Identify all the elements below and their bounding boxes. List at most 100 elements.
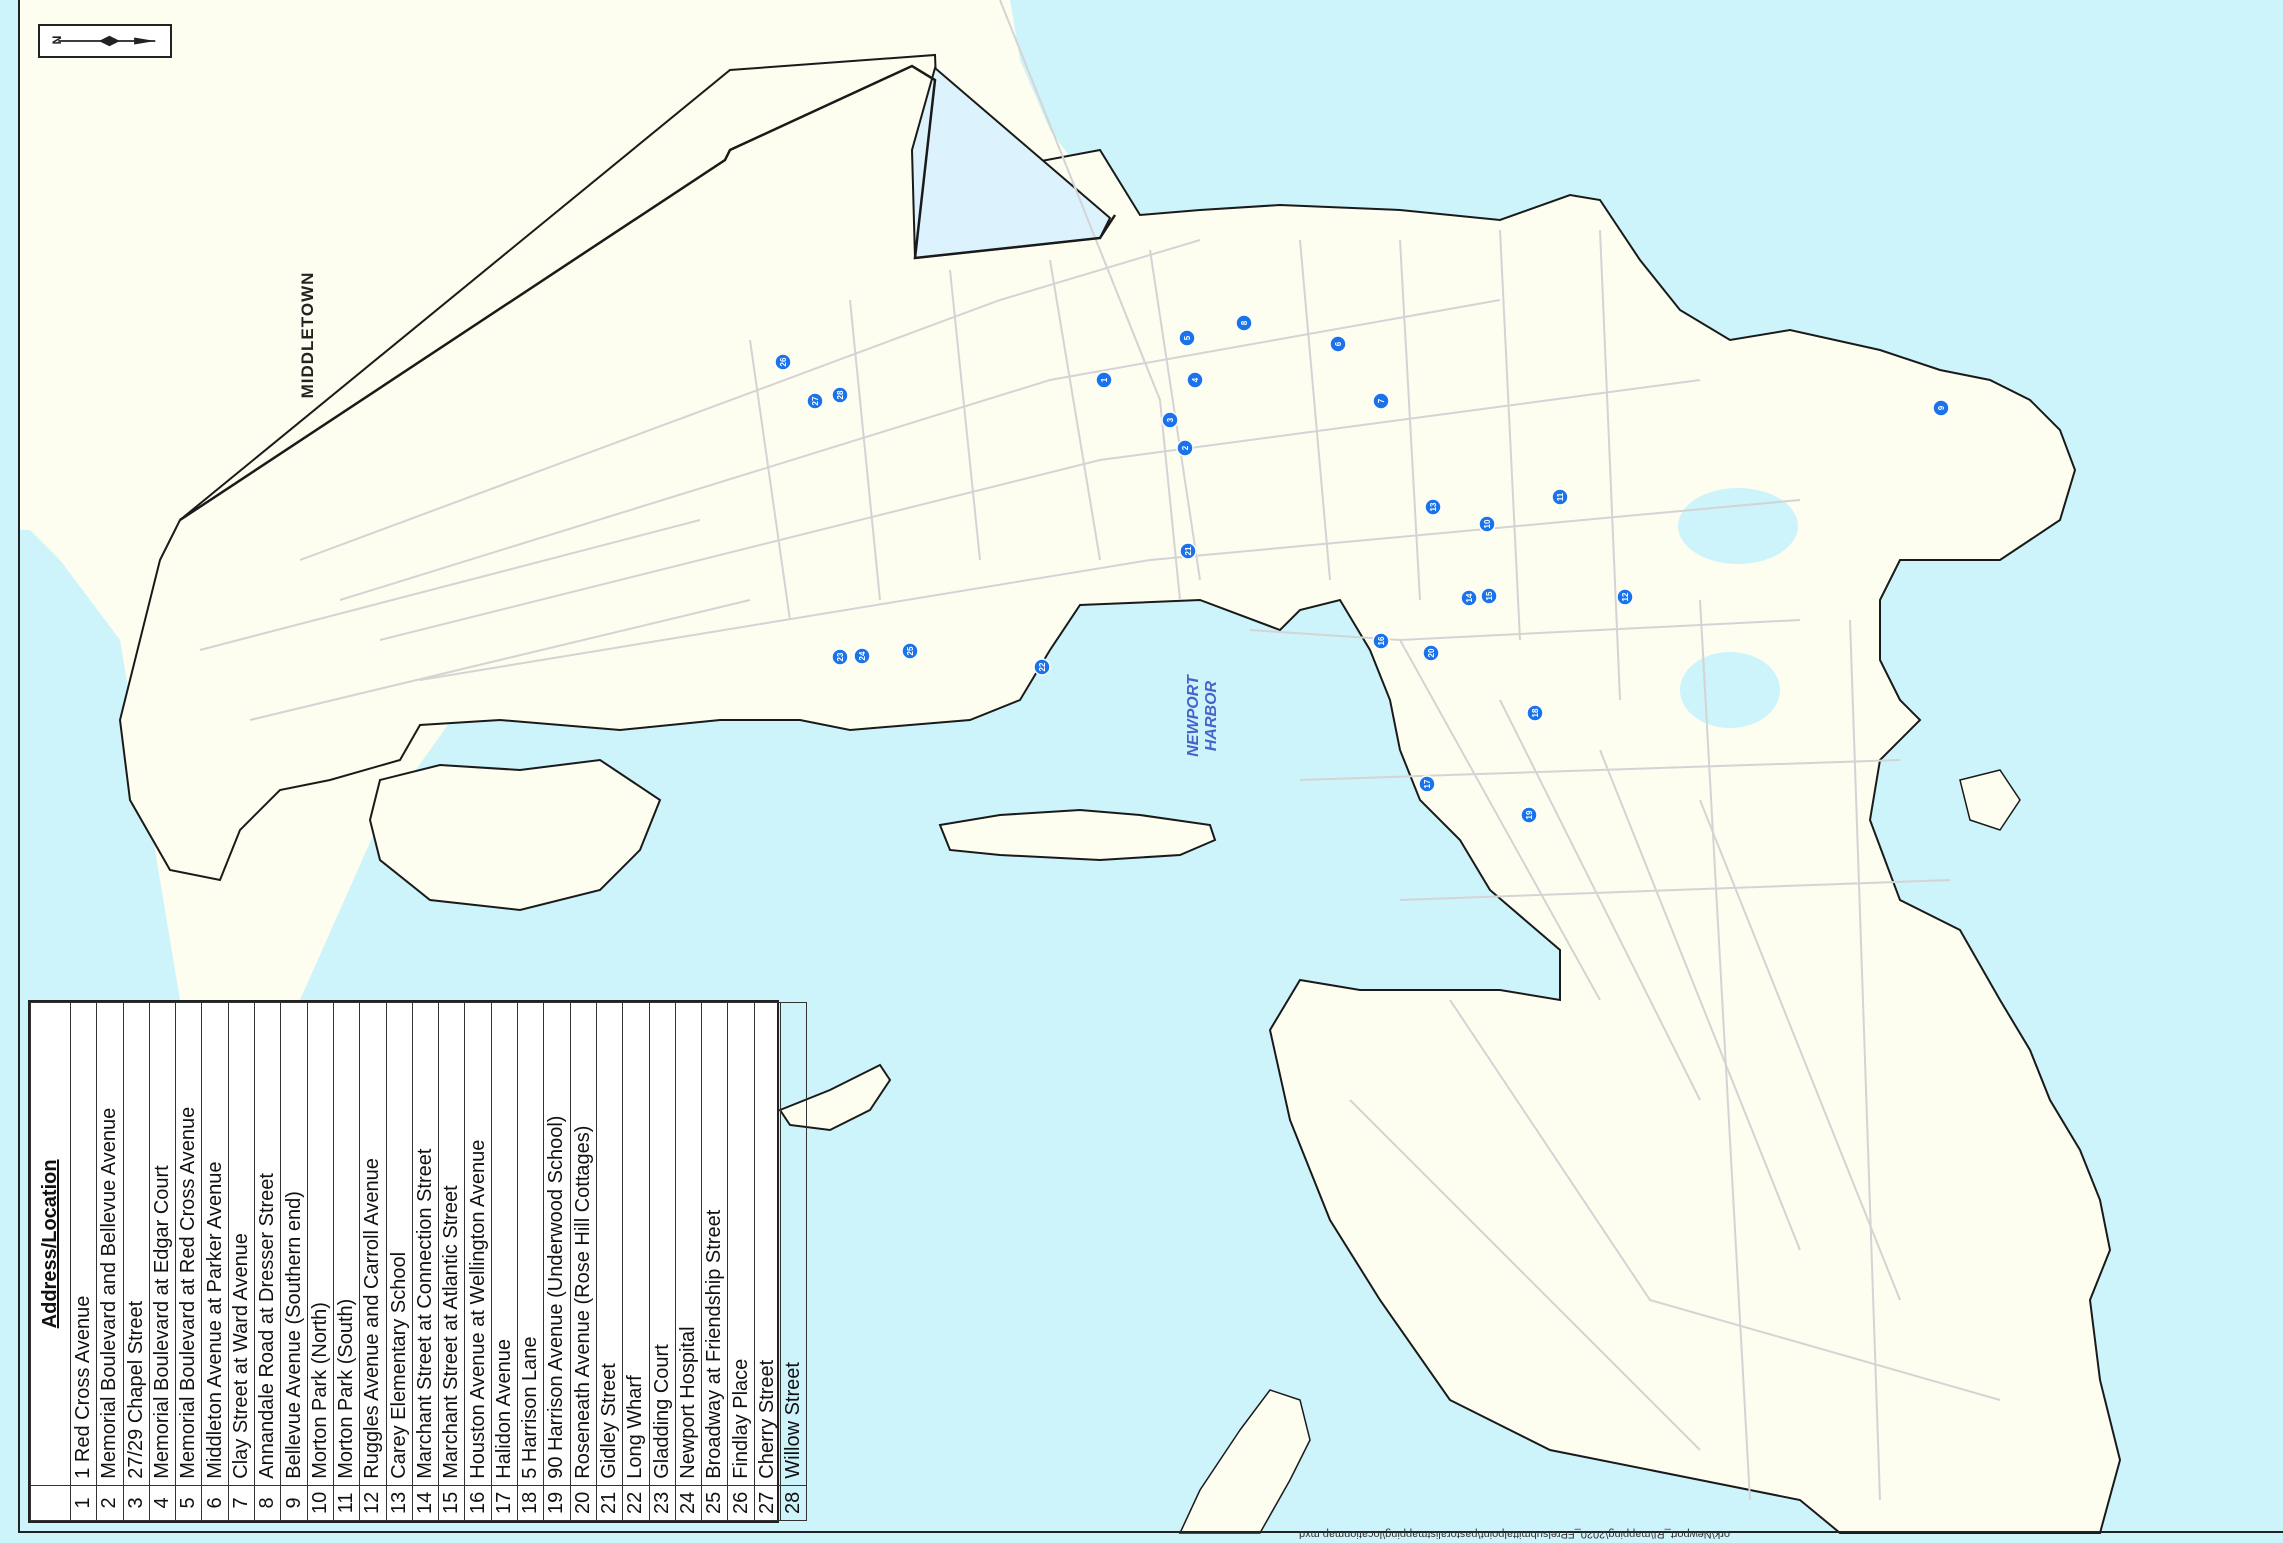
marker-dot[interactable] <box>1329 335 1347 353</box>
legend-row-number: 19 <box>543 1485 571 1521</box>
marker-dot[interactable] <box>806 392 824 410</box>
marker-label: 7 <box>1377 398 1386 403</box>
north-arrow-icon: N <box>50 36 156 47</box>
marker-dot[interactable] <box>1372 632 1390 650</box>
location-marker[interactable]: 20 <box>1422 644 1440 662</box>
legend-row-location: Memorial Boulevard at Red Cross Avenue <box>175 1002 202 1486</box>
location-marker[interactable]: 13 <box>1424 498 1442 516</box>
marker-dot[interactable] <box>1095 371 1113 389</box>
marker-dot[interactable] <box>1161 411 1179 429</box>
legend-row-location: 27/29 Chapel Street <box>123 1002 150 1486</box>
marker-label: 19 <box>1525 810 1534 819</box>
location-marker[interactable]: 26 <box>774 353 792 371</box>
location-marker[interactable]: 21 <box>1179 542 1197 560</box>
marker-label: 20 <box>1427 648 1436 657</box>
marker-dot[interactable] <box>901 642 919 660</box>
legend-row-number: 16 <box>464 1485 492 1521</box>
legend-row-number: 5 <box>175 1485 202 1521</box>
location-marker[interactable]: 5 <box>1178 329 1196 347</box>
legend-row-location: 90 Harrison Avenue (Underwood School) <box>543 1002 571 1486</box>
legend-row-number: 17 <box>491 1485 518 1521</box>
legend-row-number: 10 <box>307 1485 334 1521</box>
marker-dot[interactable] <box>1422 644 1440 662</box>
legend-row-location: Marchant Street at Atlantic Street <box>438 1002 465 1486</box>
location-marker[interactable]: 15 <box>1480 587 1498 605</box>
location-marker[interactable]: 7 <box>1372 392 1390 410</box>
marker-dot[interactable] <box>1176 439 1194 457</box>
location-marker[interactable]: 25 <box>901 642 919 660</box>
legend-row-number: 2 <box>96 1485 124 1521</box>
marker-label: 11 <box>1556 492 1565 501</box>
location-marker[interactable]: 2 <box>1176 439 1194 457</box>
location-marker[interactable]: 12 <box>1616 588 1634 606</box>
marker-dot[interactable] <box>1372 392 1390 410</box>
marker-dot[interactable] <box>831 386 849 404</box>
legend-row-number: 15 <box>438 1485 465 1521</box>
location-marker[interactable]: 22 <box>1033 658 1051 676</box>
location-marker[interactable]: 23 <box>831 648 849 666</box>
legend-row-number: 8 <box>254 1485 281 1521</box>
marker-label: 26 <box>779 357 788 366</box>
marker-dot[interactable] <box>1424 498 1442 516</box>
reservoir <box>910 66 1112 260</box>
marker-label: 6 <box>1334 341 1343 346</box>
marker-label: 21 <box>1184 546 1193 555</box>
marker-dot[interactable] <box>774 353 792 371</box>
marker-dot[interactable] <box>1460 589 1478 607</box>
location-marker[interactable]: 14 <box>1460 589 1478 607</box>
location-marker[interactable]: 24 <box>853 647 871 665</box>
marker-dot[interactable] <box>1033 658 1051 676</box>
marker-dot[interactable] <box>1932 399 1950 417</box>
marker-label: 25 <box>906 646 915 655</box>
town-boundary <box>179 64 1117 522</box>
harbor-label: NEWPORT HARBOR <box>1185 675 1221 756</box>
streets <box>199 0 2001 1501</box>
marker-dot[interactable] <box>1178 329 1196 347</box>
marker-dot[interactable] <box>1520 806 1538 824</box>
location-marker[interactable]: 17 <box>1418 775 1436 793</box>
location-marker[interactable]: 16 <box>1372 632 1390 650</box>
marker-label: 13 <box>1429 502 1438 511</box>
marker-dot[interactable] <box>1526 704 1544 722</box>
marker-dot[interactable] <box>1186 371 1204 389</box>
location-marker[interactable]: 6 <box>1329 335 1347 353</box>
marker-dot[interactable] <box>853 647 871 665</box>
legend-row-number: 26 <box>727 1485 755 1521</box>
legend-row-number: 23 <box>649 1485 676 1521</box>
marker-dot[interactable] <box>1551 488 1569 506</box>
marker-dot[interactable] <box>1179 542 1197 560</box>
harbor-label-line1: NEWPORT <box>1185 675 1202 757</box>
location-marker[interactable]: 11 <box>1551 488 1569 506</box>
marker-label: 14 <box>1465 593 1474 602</box>
location-marker[interactable]: 3 <box>1161 411 1179 429</box>
location-marker[interactable]: 4 <box>1186 371 1204 389</box>
location-marker[interactable]: 19 <box>1520 806 1538 824</box>
marker-dot[interactable] <box>1235 314 1253 332</box>
location-marker[interactable]: 28 <box>831 386 849 404</box>
location-marker[interactable]: 8 <box>1235 314 1253 332</box>
legend-header: Address/Location <box>30 1002 71 1486</box>
newport-land <box>118 53 2122 1534</box>
location-marker[interactable]: 18 <box>1526 704 1544 722</box>
legend-row-location: Ruggles Avenue and Carroll Avenue <box>359 1002 387 1486</box>
legend-row-location: Gidley Street <box>596 1002 623 1486</box>
location-marker[interactable]: 9 <box>1932 399 1950 417</box>
marker-dot[interactable] <box>1418 775 1436 793</box>
marker-dot[interactable] <box>831 648 849 666</box>
location-marker[interactable]: 10 <box>1478 515 1496 533</box>
marker-dot[interactable] <box>1480 587 1498 605</box>
location-marker[interactable]: 1 <box>1095 371 1113 389</box>
marker-label: 17 <box>1423 779 1432 788</box>
legend-row-location: Houston Avenue at Wellington Avenue <box>464 1002 492 1486</box>
marker-dot[interactable] <box>1616 588 1634 606</box>
marker-dot[interactable] <box>1478 515 1496 533</box>
location-marker[interactable]: 27 <box>806 392 824 410</box>
legend-row-number: 25 <box>701 1485 728 1521</box>
